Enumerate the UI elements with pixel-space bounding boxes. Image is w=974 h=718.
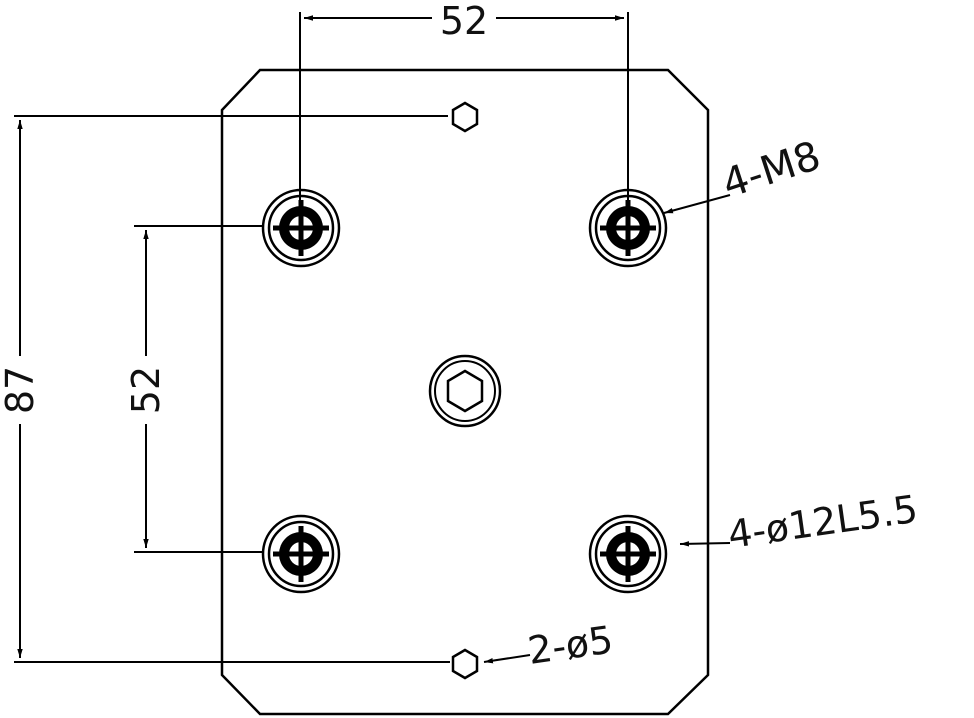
- center-boss: [428, 354, 502, 428]
- callout-threads: 4-M8: [663, 133, 826, 214]
- callout-counterbore: 4-ø12L5.5: [679, 487, 921, 557]
- dimension-top: 52: [299, 0, 629, 205]
- plate-outline: [220, 68, 710, 716]
- threaded-hole-top-left: [263, 190, 339, 266]
- callout-counterbore-label: 4-ø12L5.5: [725, 487, 920, 557]
- threaded-hole-bottom-left: [263, 516, 339, 592]
- dimension-left-outer: 87: [0, 115, 450, 663]
- callout-pin-holes-label: 2-ø5: [525, 617, 616, 672]
- callout-threads-label: 4-M8: [717, 133, 826, 208]
- threaded-hole-bottom-right: [590, 516, 666, 592]
- pin-hole-bottom: [451, 648, 479, 680]
- dimension-left-inner-label: 52: [124, 366, 168, 414]
- callout-pin-holes: 2-ø5: [483, 617, 616, 673]
- pin-hole-top: [451, 101, 479, 133]
- dimension-left-inner: 52: [124, 225, 262, 553]
- threaded-hole-top-right: [590, 190, 666, 266]
- dimension-left-outer-label: 87: [0, 366, 42, 414]
- dimension-top-label: 52: [440, 0, 488, 43]
